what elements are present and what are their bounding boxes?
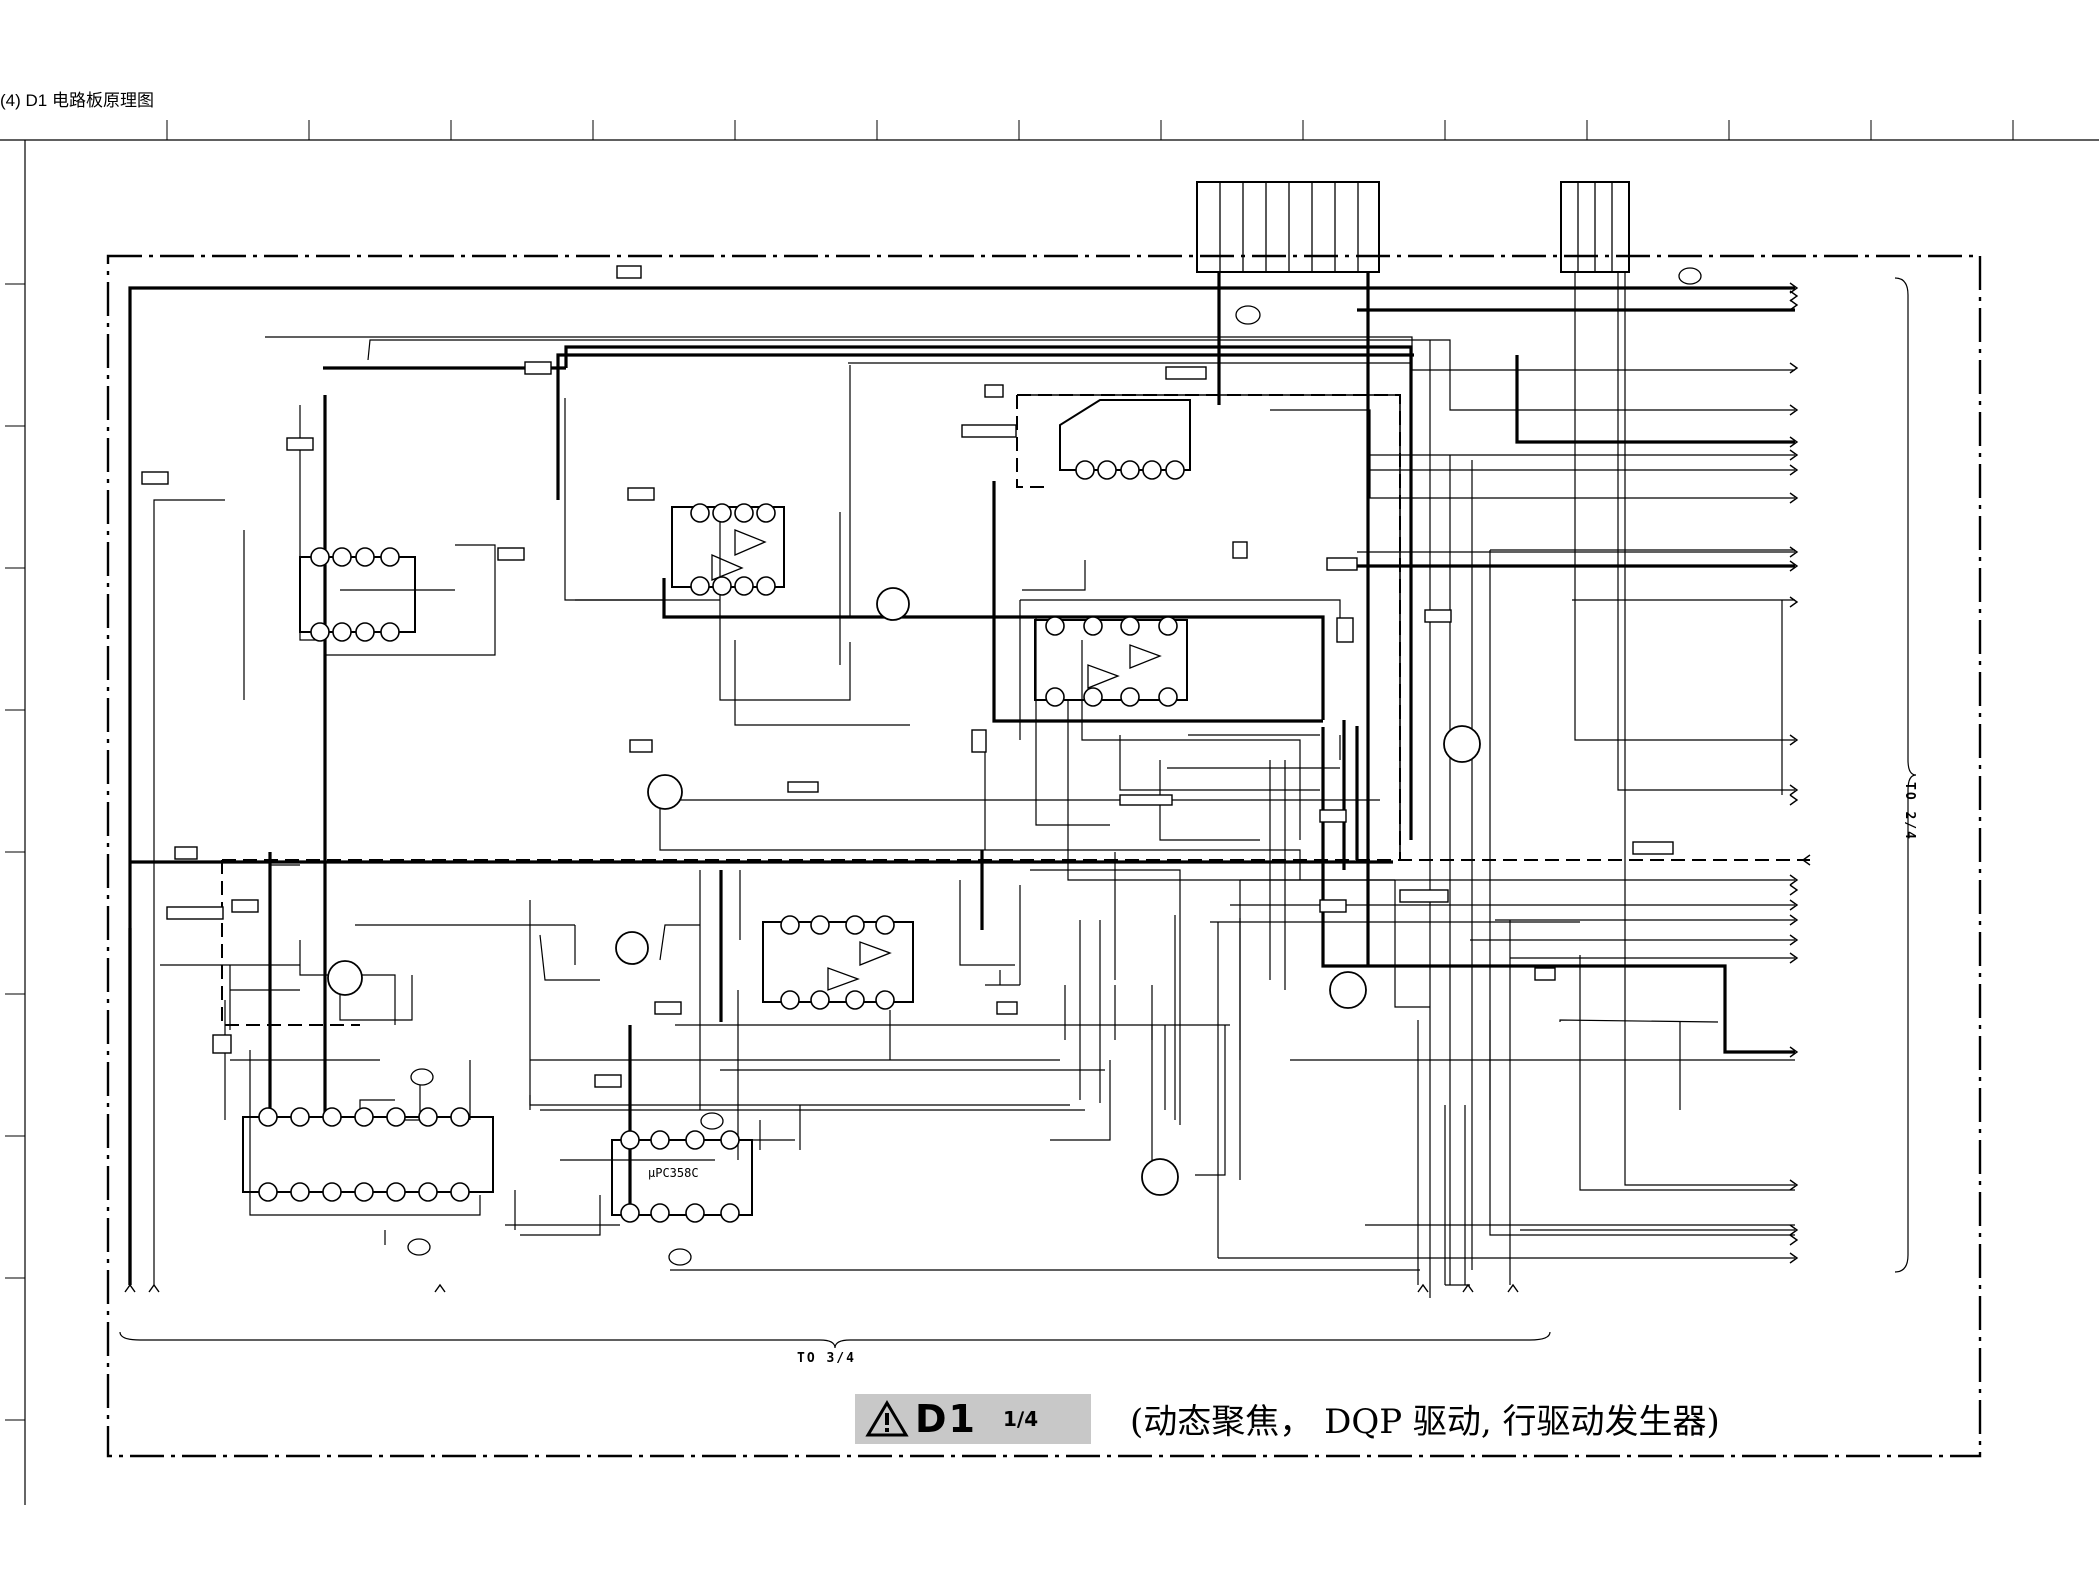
ruler-ticks	[5, 120, 2014, 1421]
op-amps	[711, 529, 1162, 991]
sheet-description: (动态聚焦， DQP 驱动, 行驱动发生器)	[1130, 1402, 1720, 1442]
warning-triangle-icon	[865, 1400, 909, 1437]
power-buses	[128, 272, 1795, 1285]
to-sheet-2-label: TO 2/4	[1902, 782, 1917, 841]
test-points	[407, 267, 1702, 1266]
bottom-edge-arrows	[124, 1283, 1519, 1293]
board-outline	[106, 254, 1982, 1458]
sub-board-edge	[1030, 394, 1401, 860]
brace-to-sheet-2	[1894, 277, 1917, 1273]
transistors	[327, 587, 1481, 1196]
title-block: D1 1∕4	[855, 1394, 1091, 1444]
right-edge-arrows	[1789, 282, 1811, 1264]
brace-to-sheet-3	[119, 1331, 1551, 1349]
signal-wiring	[153, 272, 1795, 1298]
to-sheet-3-label: TO 3/4	[797, 1351, 856, 1366]
ic-bodies	[242, 399, 1191, 1216]
page-title: (4) D1 电路板原理图	[0, 91, 154, 110]
net-labels	[141, 265, 1674, 1088]
board-id: D1	[915, 1397, 977, 1441]
connector-cn1	[1196, 181, 1380, 273]
ic-pins	[258, 460, 1185, 1223]
ic-part-label: μPC358C	[648, 1166, 699, 1180]
sheet-number: 1∕4	[1002, 1407, 1039, 1431]
sub-board-outline	[221, 394, 1810, 1026]
